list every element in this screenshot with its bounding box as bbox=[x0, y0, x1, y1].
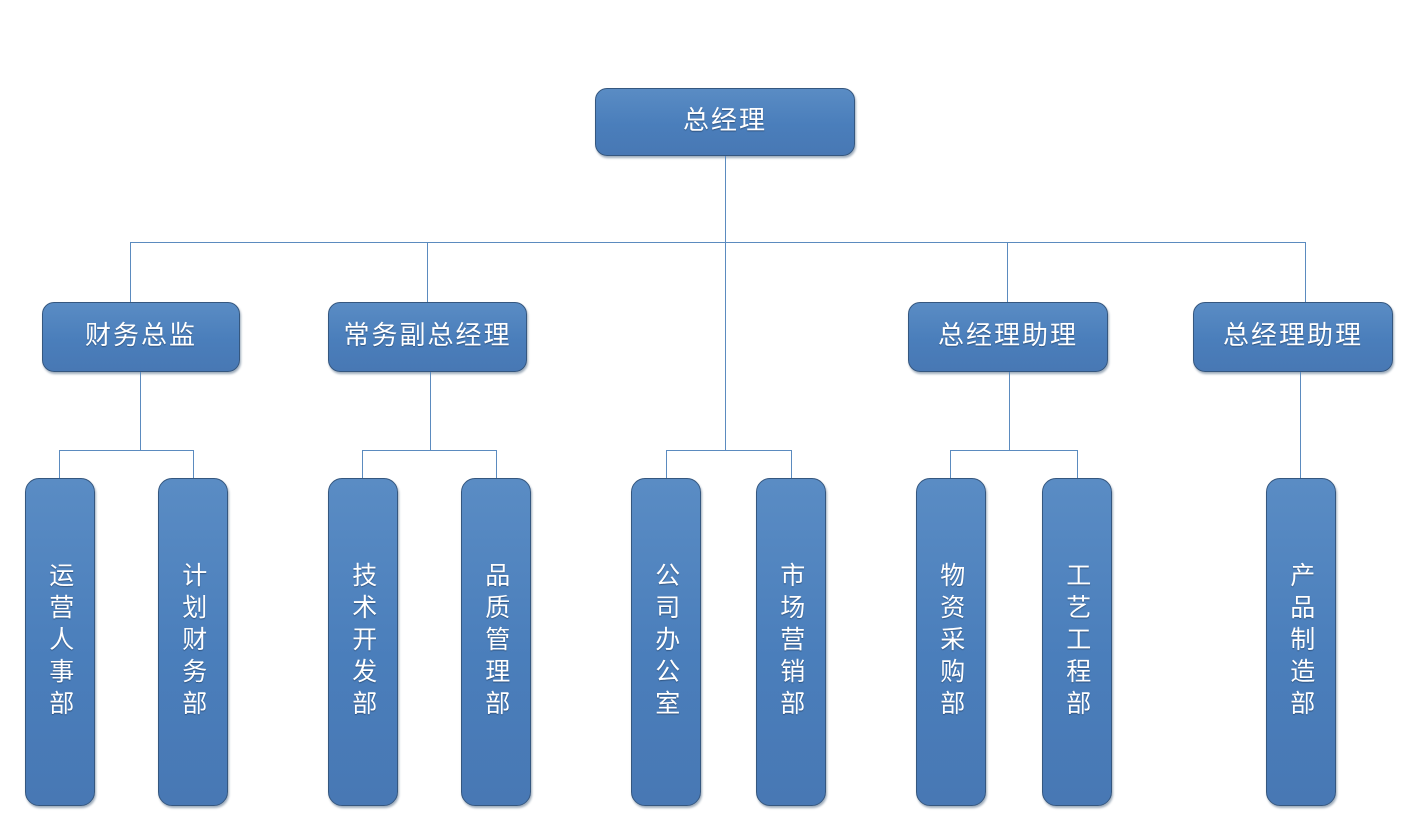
node-label: 产品制造部 bbox=[1286, 562, 1316, 722]
node-cfo[interactable]: 财务总监 bbox=[42, 302, 240, 372]
node-dept-quality-mgmt[interactable]: 品质管理部 bbox=[461, 478, 531, 806]
node-label: 运营人事部 bbox=[45, 562, 75, 722]
connector-drop-gm-assistant-2 bbox=[1305, 242, 1306, 302]
node-gm-assistant-2[interactable]: 总经理助理 bbox=[1193, 302, 1393, 372]
node-dept-marketing[interactable]: 市场营销部 bbox=[756, 478, 826, 806]
node-label: 计划财务部 bbox=[178, 562, 208, 722]
connector-drop-dept-tech-dev bbox=[362, 450, 363, 480]
node-general-manager[interactable]: 总经理 bbox=[595, 88, 855, 156]
connector-drop-dept-procurement bbox=[950, 450, 951, 480]
connector-exec-deputy-gm-stem bbox=[430, 372, 431, 450]
connector-gm-assistant-1-bus bbox=[950, 450, 1077, 451]
connector-drop-gm-assistant-1 bbox=[1007, 242, 1008, 302]
connector-drop-dept-plan-finance bbox=[193, 450, 194, 480]
node-label: 工艺工程部 bbox=[1062, 562, 1092, 722]
connector-cfo-bus bbox=[59, 450, 193, 451]
connector-exec-deputy-gm-bus bbox=[362, 450, 496, 451]
node-dept-tech-dev[interactable]: 技术开发部 bbox=[328, 478, 398, 806]
connector-cfo-stem bbox=[140, 372, 141, 450]
node-gm-assistant-1[interactable]: 总经理助理 bbox=[908, 302, 1108, 372]
node-exec-deputy-gm[interactable]: 常务副总经理 bbox=[328, 302, 527, 372]
connector-gm-assistant-2-stem bbox=[1300, 372, 1301, 480]
node-dept-operations-hr[interactable]: 运营人事部 bbox=[25, 478, 95, 806]
connector-level2-bus bbox=[130, 242, 1306, 243]
connector-drop-dept-company-office bbox=[666, 450, 667, 480]
connector-drop-dept-quality-mgmt bbox=[496, 450, 497, 480]
node-dept-plan-finance[interactable]: 计划财务部 bbox=[158, 478, 228, 806]
node-label: 公司办公室 bbox=[651, 562, 681, 722]
connector-root-stem bbox=[725, 156, 726, 242]
node-dept-procurement[interactable]: 物资采购部 bbox=[916, 478, 986, 806]
node-dept-company-office[interactable]: 公司办公室 bbox=[631, 478, 701, 806]
connector-gm-assistant-1-stem bbox=[1009, 372, 1010, 450]
node-label: 财务总监 bbox=[84, 321, 197, 352]
node-dept-manufacturing[interactable]: 产品制造部 bbox=[1266, 478, 1336, 806]
connector-drop-dept-marketing bbox=[791, 450, 792, 480]
node-label: 总经理助理 bbox=[937, 321, 1078, 352]
node-label: 总经理 bbox=[682, 106, 767, 137]
node-label: 市场营销部 bbox=[776, 562, 806, 722]
connector-gm-center-stem bbox=[725, 242, 726, 450]
connector-drop-cfo bbox=[130, 242, 131, 302]
connector-drop-exec-deputy-gm bbox=[427, 242, 428, 302]
node-label: 常务副总经理 bbox=[343, 321, 512, 352]
connector-drop-dept-process-eng bbox=[1077, 450, 1078, 480]
node-label: 物资采购部 bbox=[936, 562, 966, 722]
node-label: 总经理助理 bbox=[1222, 321, 1363, 352]
node-label: 技术开发部 bbox=[348, 562, 378, 722]
connector-gm-center-bus bbox=[666, 450, 791, 451]
node-label: 品质管理部 bbox=[481, 562, 511, 722]
connector-drop-dept-operations-hr bbox=[59, 450, 60, 480]
node-dept-process-eng[interactable]: 工艺工程部 bbox=[1042, 478, 1112, 806]
